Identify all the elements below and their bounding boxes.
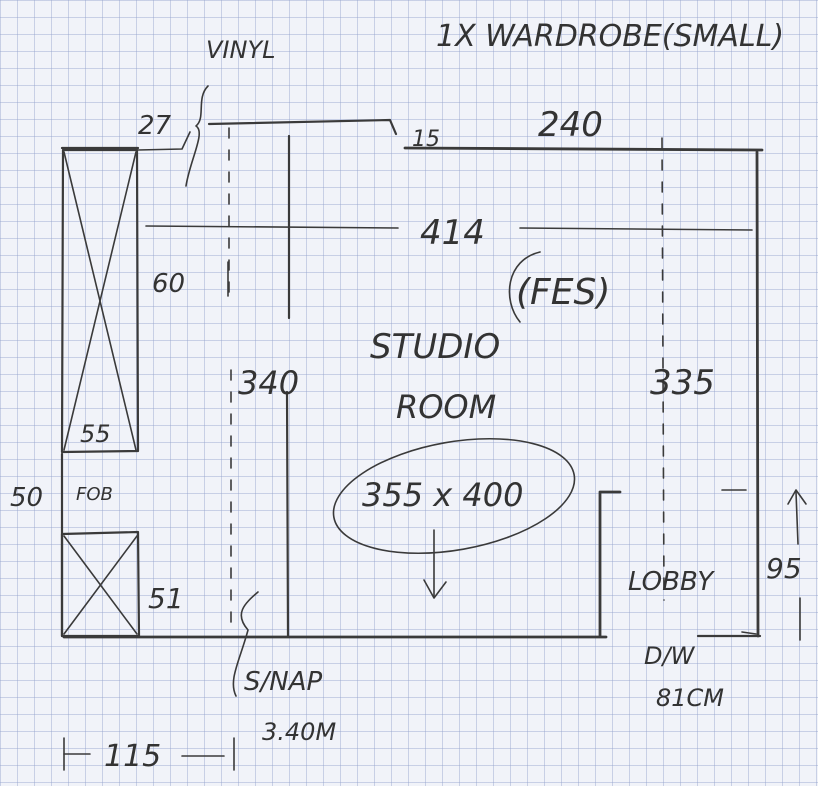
dimension-95: 95 <box>766 552 802 585</box>
dimension-55: 55 <box>80 420 111 448</box>
room-walls <box>60 118 764 639</box>
room-name-line2: ROOM <box>396 388 496 426</box>
dimension-115: 115 <box>104 739 161 774</box>
bottom-115-dimension <box>63 737 235 771</box>
dimension-335: 335 <box>650 363 715 403</box>
dimension-340: 340 <box>238 364 299 402</box>
dimension-51: 51 <box>148 582 184 615</box>
vinyl-brace <box>185 85 209 187</box>
vinyl-label: VINYL <box>206 36 275 64</box>
dimension-414-line-right <box>519 227 753 231</box>
snap-pointer <box>232 591 259 697</box>
fes-bracket <box>508 251 541 323</box>
small-wardrobe <box>60 452 141 638</box>
lobby-enclosure <box>598 489 757 638</box>
left-wardrobe <box>60 148 140 454</box>
lobby-label: LOBBY <box>628 567 715 597</box>
room-size: 355 x 400 <box>362 476 523 514</box>
dimension-15: 15 <box>412 127 440 152</box>
dimension-240: 240 <box>538 105 603 145</box>
dimension-60: 60 <box>152 269 185 299</box>
wall-top-middle <box>207 118 398 136</box>
room-name-line1: STUDIO <box>370 327 500 367</box>
wall-step <box>137 131 191 151</box>
room-size-callout <box>332 437 576 599</box>
snap-size: 3.40M <box>262 718 336 746</box>
dimension-50: 50 <box>10 483 43 513</box>
wall-top-right <box>403 146 764 152</box>
wall-right <box>755 150 760 638</box>
fob-label: FOB <box>76 484 113 505</box>
snap-label: S/NAP <box>244 667 322 697</box>
dimension-27: 27 <box>138 111 172 141</box>
height-95-arrow <box>787 489 807 641</box>
dw-size: 81CM <box>656 684 724 712</box>
wardrobe-note: 1X WARDROBE(SMALL) <box>436 19 784 54</box>
fes-label: (FES) <box>516 272 610 313</box>
dimension-414: 414 <box>420 213 485 253</box>
dw-label: D/W <box>644 642 696 670</box>
dimension-414-line-left <box>145 225 399 229</box>
partition-lines <box>145 85 753 638</box>
partition-solid-lower <box>285 390 290 638</box>
